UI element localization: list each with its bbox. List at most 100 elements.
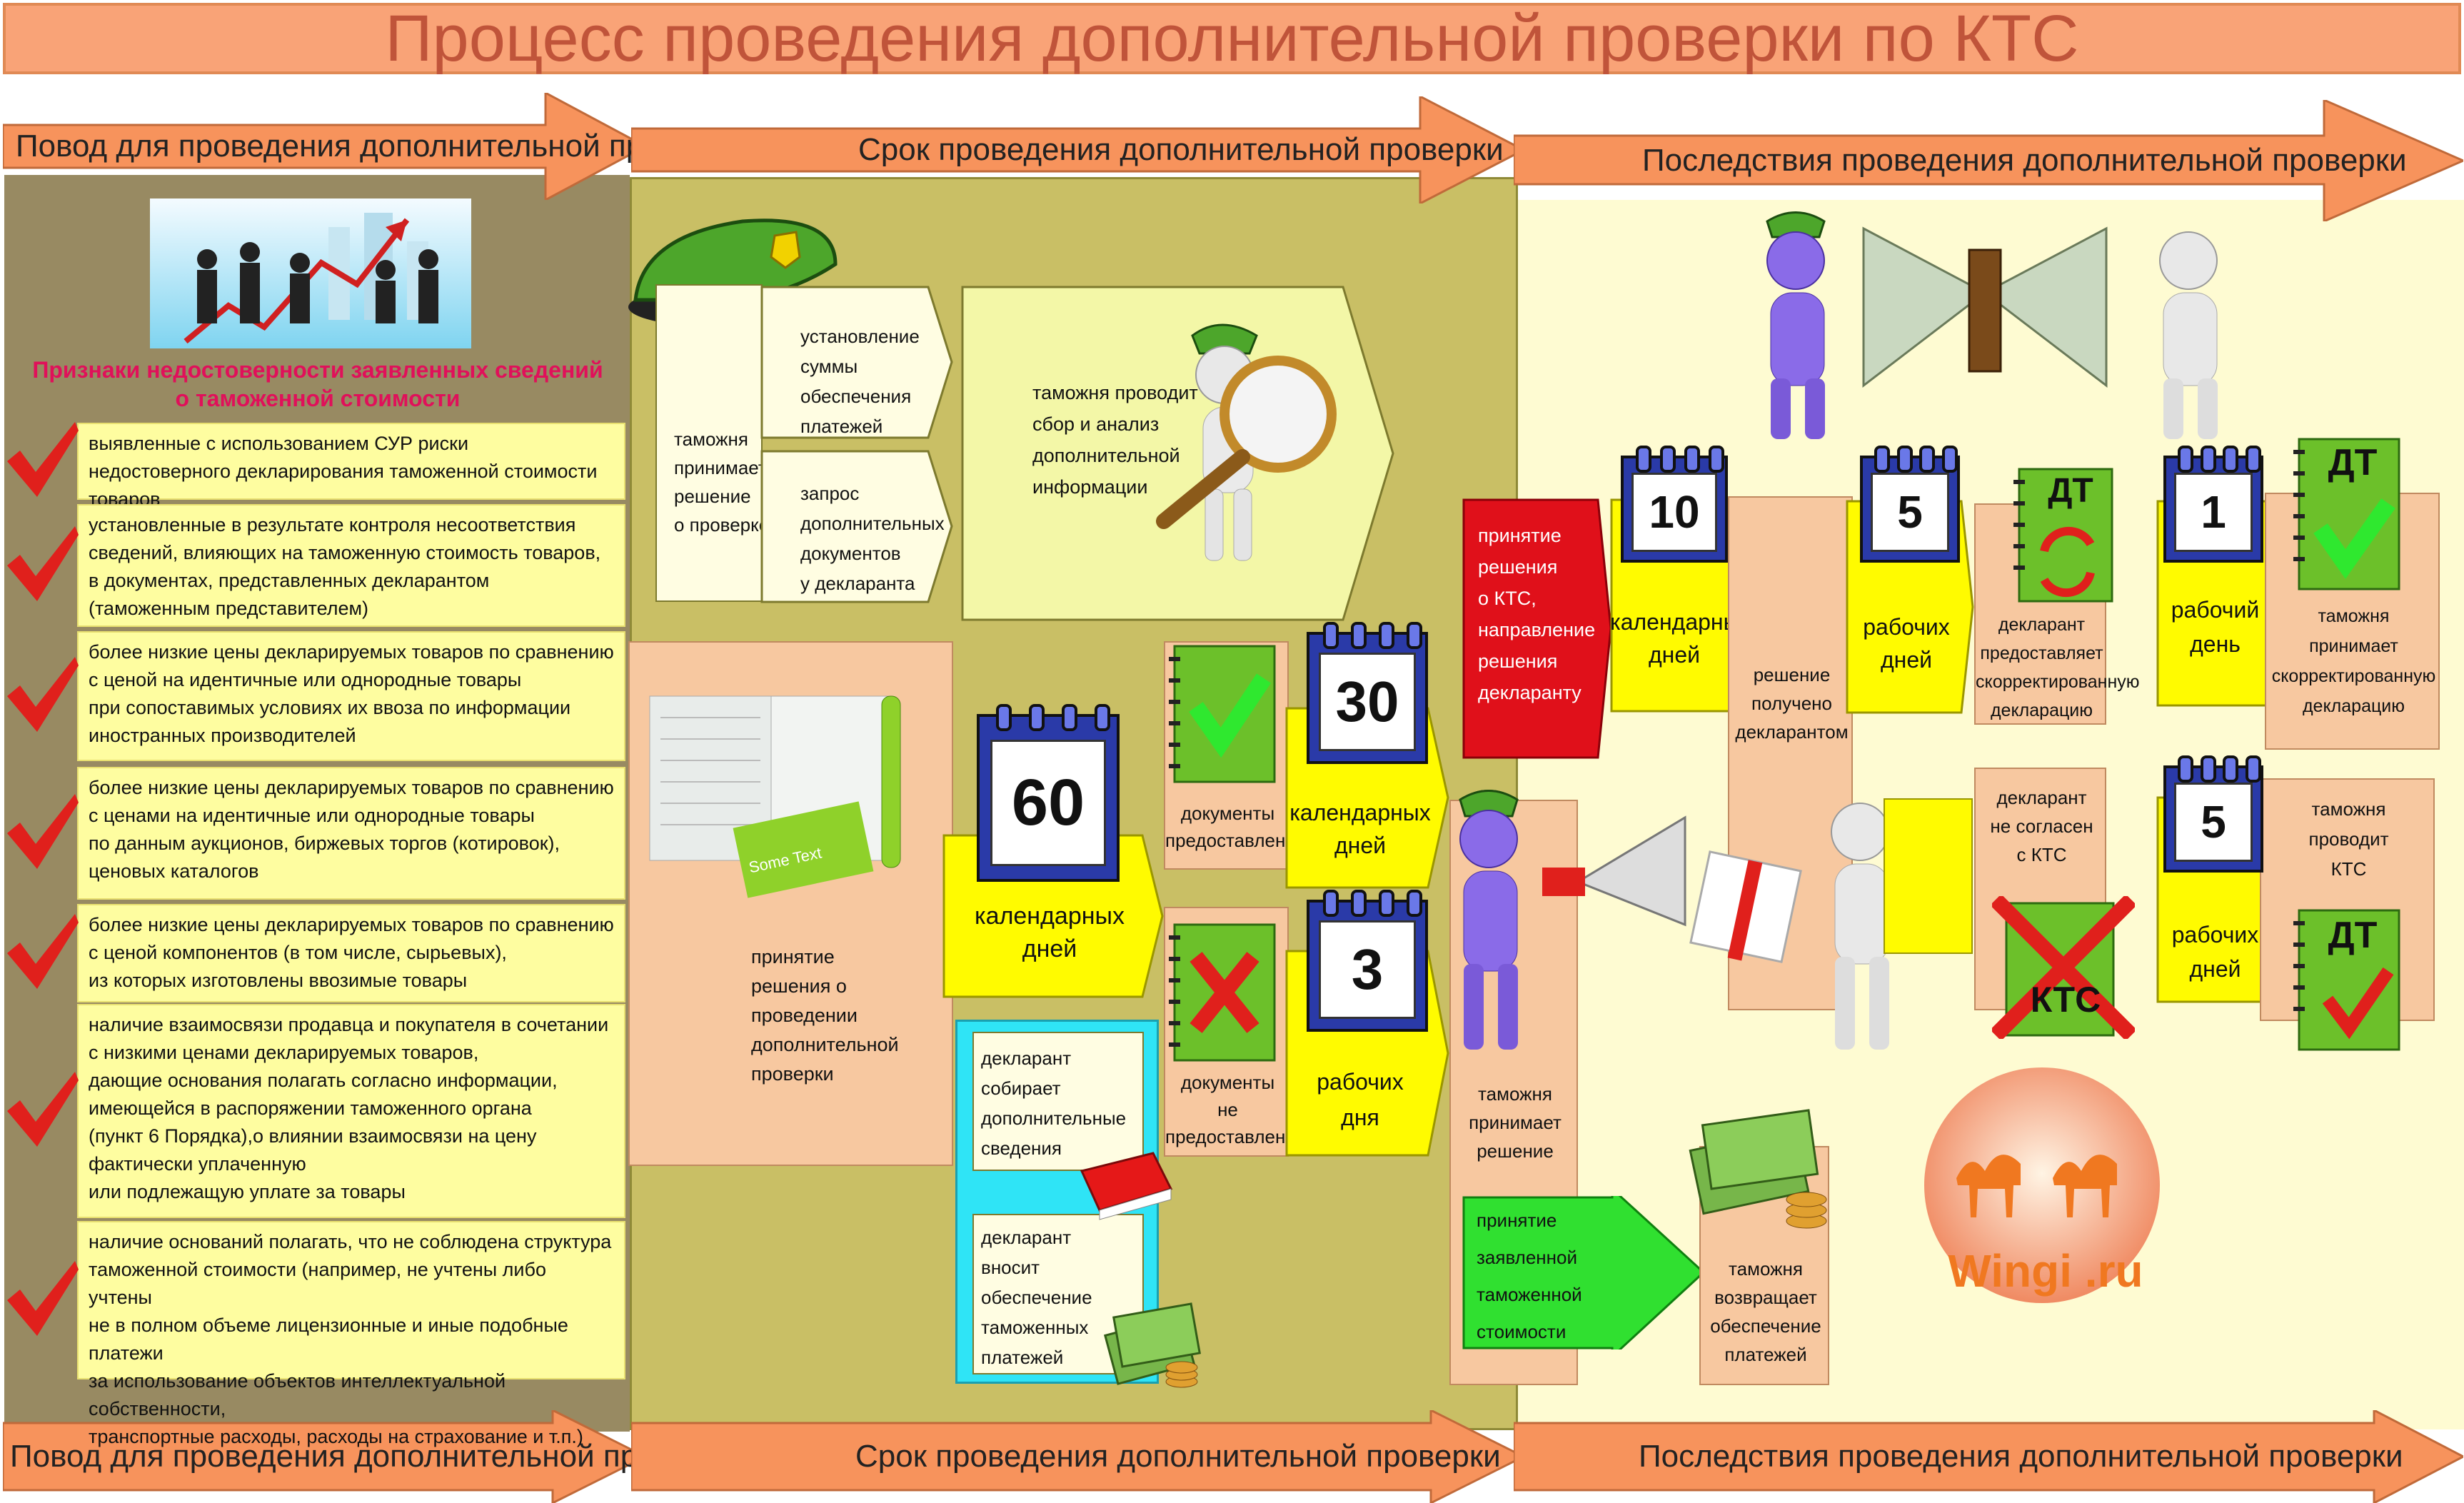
calendar-ring [1919,446,1936,473]
calendar-ring [1323,622,1339,649]
term-footer-arrow: Срок проведения дополнительной проверки [631,1410,1524,1503]
calendar-ring [1684,446,1701,473]
calendar-ring [1379,890,1395,917]
calendar-ring [1379,622,1395,649]
declarant-collects-text: декларант собирает дополнительные сведен… [981,1047,1127,1159]
money-pile-icon [1689,1109,1827,1229]
consequences-header-arrow: Последствия проведения дополнительной пр… [1514,100,2463,221]
term-header-label: Срок проведения дополнительной проверки [858,132,1504,167]
calendar-ring [2177,755,2193,783]
green-accept-arrow: принятие заявленной таможенной стоимости [1462,1186,1706,1359]
business-image [150,198,471,348]
notebook-dt-label-c: ДТ [2328,915,2378,956]
kts-crossed-icon [1992,896,2135,1039]
declarant-disagree-text: декларант не согласен с КТС [1990,787,2093,865]
calendar-ring [1029,704,1045,731]
arrow-shape [631,1410,1524,1503]
days3-text: рабочих дня [1317,1069,1404,1130]
signs-title: Признаки недостоверности заявленных свед… [7,356,628,413]
calendar-ring [1095,704,1111,731]
reason-header-label: Повод для проведения дополнительной пров… [16,129,744,164]
arrow-shape [760,450,953,603]
calendar-icon: 5 [2163,755,2263,873]
notebook-dt-label-b: ДТ [2328,442,2378,483]
signs-title-line2: о таможенной стоимости [175,386,461,411]
declarant-corrected-text-span: декларант предоставляет скорректированну… [1976,615,2140,720]
docs-not-provided-text: документы не предоставлены [1165,1072,1299,1147]
red-decision-arrow: принятие решения о КТС, направление реше… [1462,498,1612,759]
calendar-ring [1941,446,1958,473]
request-docs-text: запрос дополнительных документов у декла… [800,483,945,594]
calendar-icon: 30 [1307,622,1428,764]
term-header-arrow: Срок проведения дополнительной проверки [631,96,1524,203]
money-deal-icon [1766,211,2218,439]
customs-decides-text: таможня принимает решение о проверке [674,428,770,536]
days30-text: календарных дней [1289,800,1431,858]
calendar-ring [2223,446,2239,473]
calendar-icon: 60 [977,704,1120,882]
declarant-pays-box: декларант вносит обеспечение таможенных … [972,1214,1144,1374]
logo-text: Wingi .ru [1948,1245,2143,1297]
red-check-icon [7,1261,79,1336]
reason-item: наличие оснований полагать, что не соблю… [77,1221,625,1447]
red-check-icon [7,657,79,732]
megaphone-figure-overlay [1459,790,1686,1050]
request-docs-arrow: запрос дополнительных документов у декла… [760,450,953,603]
calendar-ring [1323,890,1339,917]
wingi-logo [1924,1067,2160,1303]
reason-header-arrow: Повод для проведения дополнительной пров… [3,93,744,200]
calendar-page: 3 [1318,920,1417,1019]
calendar-page: 30 [1318,652,1417,751]
notebook-dt-refresh-icon [2013,468,2113,603]
calendar-ring [1351,890,1367,917]
calendar-page: 5 [2173,782,2253,862]
page-title: Процесс проведения дополнительной провер… [3,3,2461,74]
red-check-icon [7,794,79,869]
calendar-page: 1 [2173,472,2253,552]
calendar-ring [1407,622,1423,649]
consequences-header-label: Последствия проведения дополнительной пр… [1642,143,2407,178]
calendar-page: 5 [1870,472,1950,552]
reason-item: установленные в результате контроля несо… [77,504,625,627]
red-check-icon [7,1072,79,1147]
arrow-shape [1514,100,2463,221]
term-footer-label: Срок проведения дополнительной проверки [855,1439,1501,1474]
calendar-ring [2200,446,2216,473]
calendar-ring [2177,446,2193,473]
reason-footer-arrow: Повод для проведения дополнительной пров… [3,1410,738,1503]
days5a-text: рабочих дней [1863,614,1950,673]
calendar-ring [1874,446,1890,473]
red-decision-text: принятие решения о КТС, направление реше… [1478,525,1596,703]
calendar-page: 10 [1631,472,1717,552]
booklet-icon [649,695,901,898]
arrow-shape [3,93,645,200]
calendar-ring [1407,890,1423,917]
decision-received-text: решение получено декларантом [1735,664,1849,743]
magnifier-figure-icon [1156,323,1337,561]
red-folder-icon [1080,1152,1173,1220]
calendar-ring [1351,622,1367,649]
notebook-dt-label-a: ДТ [2048,472,2093,510]
reason-footer-label: Повод для проведения дополнительной пров… [10,1439,738,1474]
declarant-corrected-text: декларант предоставляет скорректированну… [1976,610,2140,725]
collect-info-text: таможня проводит сбор и анализ дополните… [1032,382,1198,498]
days5b-text: рабочих дней [2171,922,2259,982]
days1-text: рабочий день [2171,597,2260,657]
calendar-ring [1636,446,1652,473]
money-stack-icon [1103,1302,1201,1388]
red-check-icon [7,914,79,989]
calendar-icon: 1 [2163,446,2263,563]
days10-text: календарных дней [1610,609,1751,668]
customs-decides-result-text: таможня принимает решение [1469,1083,1562,1162]
customs-kts-text: таможня проводит КТС [2308,798,2389,880]
kts-label: КТС [2030,980,2101,1020]
reason-item: более низкие цены декларируемых товаров … [77,767,625,900]
calendar-ring [996,704,1012,731]
calendar-page: 60 [990,739,1106,866]
arrow-shape [3,1410,645,1503]
declarant-pays-text: декларант вносит обеспечение таможенных … [981,1227,1092,1368]
reason-item: выявленные с использованием СУР риски не… [77,423,625,510]
customs-kts-box: таможня проводит КТС [2260,778,2435,1021]
yellow-connector [1884,798,1973,954]
red-check-icon [7,526,79,601]
